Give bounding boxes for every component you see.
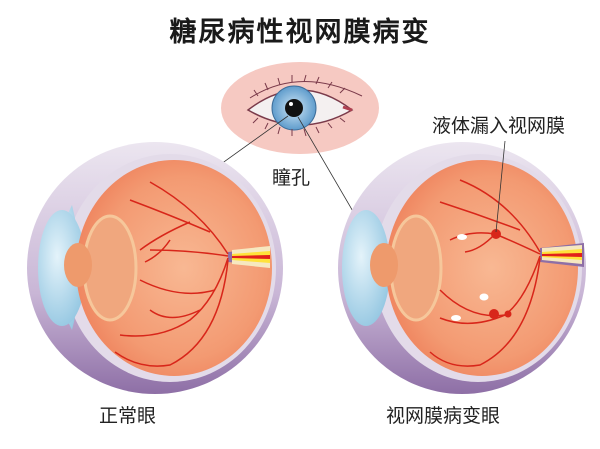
eye-front-icon [221, 62, 379, 154]
leak-label: 液体漏入视网膜 [432, 115, 566, 137]
pointer-line-leak [495, 140, 506, 233]
normal-eye-label: 正常眼 [99, 405, 157, 427]
diagram-title: 糖尿病性视网膜病变 [169, 17, 431, 48]
normal-eyeball-icon [27, 142, 283, 394]
pupil-label: 瞳孔 [272, 167, 311, 189]
diseased-eye-label: 视网膜病变眼 [386, 405, 501, 427]
diseased-eyeball-icon [338, 142, 586, 394]
